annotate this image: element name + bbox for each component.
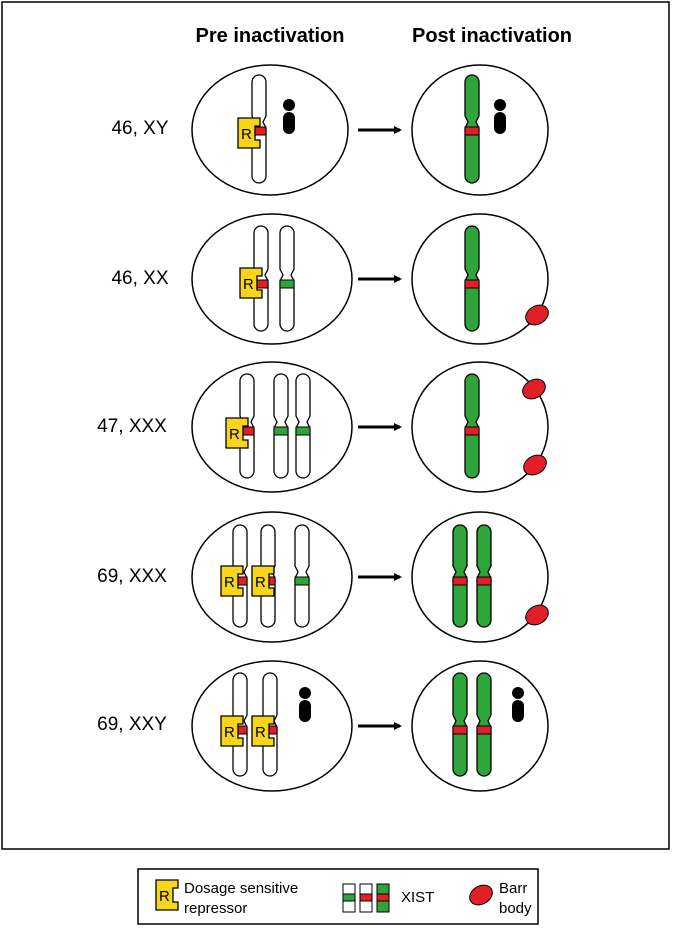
repressor-glyph: R <box>224 574 235 591</box>
barr-body-icon <box>522 378 546 400</box>
repressor-glyph: R <box>159 888 170 905</box>
barr-body-icon <box>525 604 549 626</box>
karyotype-label: 69, XXY <box>97 714 167 735</box>
legend-box <box>137 868 539 925</box>
repressor-glyph: R <box>241 126 252 143</box>
x-chromosome-post <box>476 524 492 628</box>
repressor-glyph: R <box>229 426 240 443</box>
xist-band <box>342 893 356 902</box>
legend-barr-label: body <box>499 900 532 917</box>
post-cell <box>411 213 549 345</box>
y-chromosome-icon <box>494 112 506 134</box>
y-chromosome-icon <box>494 99 506 111</box>
legend-xist-label: XIST <box>401 889 434 906</box>
xist-band <box>452 725 468 735</box>
x-chromosome-active <box>253 225 269 332</box>
x-chromosome-pre <box>294 524 310 628</box>
repressor-glyph: R <box>255 724 266 741</box>
barr-body-icon <box>525 304 549 326</box>
x-chromosome-pre <box>295 373 311 479</box>
diagram-shapes: R R R R R R R R <box>155 74 549 913</box>
repressor-glyph: R <box>243 276 254 293</box>
xist-band <box>294 576 310 586</box>
xist-band <box>359 893 373 902</box>
y-chromosome-icon <box>299 687 311 699</box>
x-chromosome-pre <box>273 373 289 479</box>
pre-cell <box>191 213 353 345</box>
pre-cell <box>191 64 349 196</box>
xist-band <box>476 725 492 735</box>
pre-cell <box>191 361 353 493</box>
karyotype-label: 46, XX <box>111 268 168 289</box>
y-chromosome-icon <box>283 112 295 134</box>
x-chromosome-pre <box>279 225 295 332</box>
x-chromosome-post <box>464 225 480 332</box>
barr-body-icon <box>523 454 547 476</box>
xist-band <box>452 576 468 586</box>
x-chromosome-post <box>476 672 492 777</box>
xist-band <box>295 426 311 436</box>
y-chromosome-icon <box>512 687 524 699</box>
xist-band <box>273 426 289 436</box>
header-post-inactivation: Post inactivation <box>412 25 572 47</box>
repressor-icon <box>251 565 275 597</box>
xist-band <box>464 126 480 136</box>
karyotype-label: 69, XXX <box>97 566 167 587</box>
x-chromosome-post <box>464 373 480 479</box>
legend-barr-label: Barr <box>499 880 527 897</box>
repressor-icon <box>220 565 244 597</box>
xist-band <box>376 893 390 902</box>
legend-repressor-label: Dosage sensitive <box>184 880 298 897</box>
repressor-glyph: R <box>224 724 235 741</box>
repressor-icon <box>155 879 179 911</box>
xist-band <box>464 279 480 289</box>
repressor-icon <box>239 267 263 299</box>
post-cell <box>411 361 549 493</box>
x-chromosome-post <box>452 524 468 628</box>
header-pre-inactivation: Pre inactivation <box>196 25 345 47</box>
x-chromosome-post <box>452 672 468 777</box>
barr-body-icon <box>469 884 493 906</box>
repressor-icon <box>237 117 261 149</box>
legend-repressor-label: repressor <box>184 900 247 917</box>
y-chromosome-icon <box>299 700 311 722</box>
y-chromosome-icon <box>512 700 524 722</box>
x-chromosome-active <box>232 524 248 628</box>
repressor-icon <box>251 715 275 747</box>
karyotype-label: 46, XY <box>111 118 168 139</box>
repressor-icon <box>220 715 244 747</box>
post-cell <box>411 64 549 196</box>
y-chromosome-icon <box>283 99 295 111</box>
xist-band <box>279 279 295 289</box>
main-frame <box>1 1 670 850</box>
karyotype-label: 47, XXX <box>97 416 167 437</box>
repressor-icon <box>225 417 249 449</box>
repressor-glyph: R <box>255 574 266 591</box>
xist-band <box>464 426 480 436</box>
xist-band <box>476 576 492 586</box>
